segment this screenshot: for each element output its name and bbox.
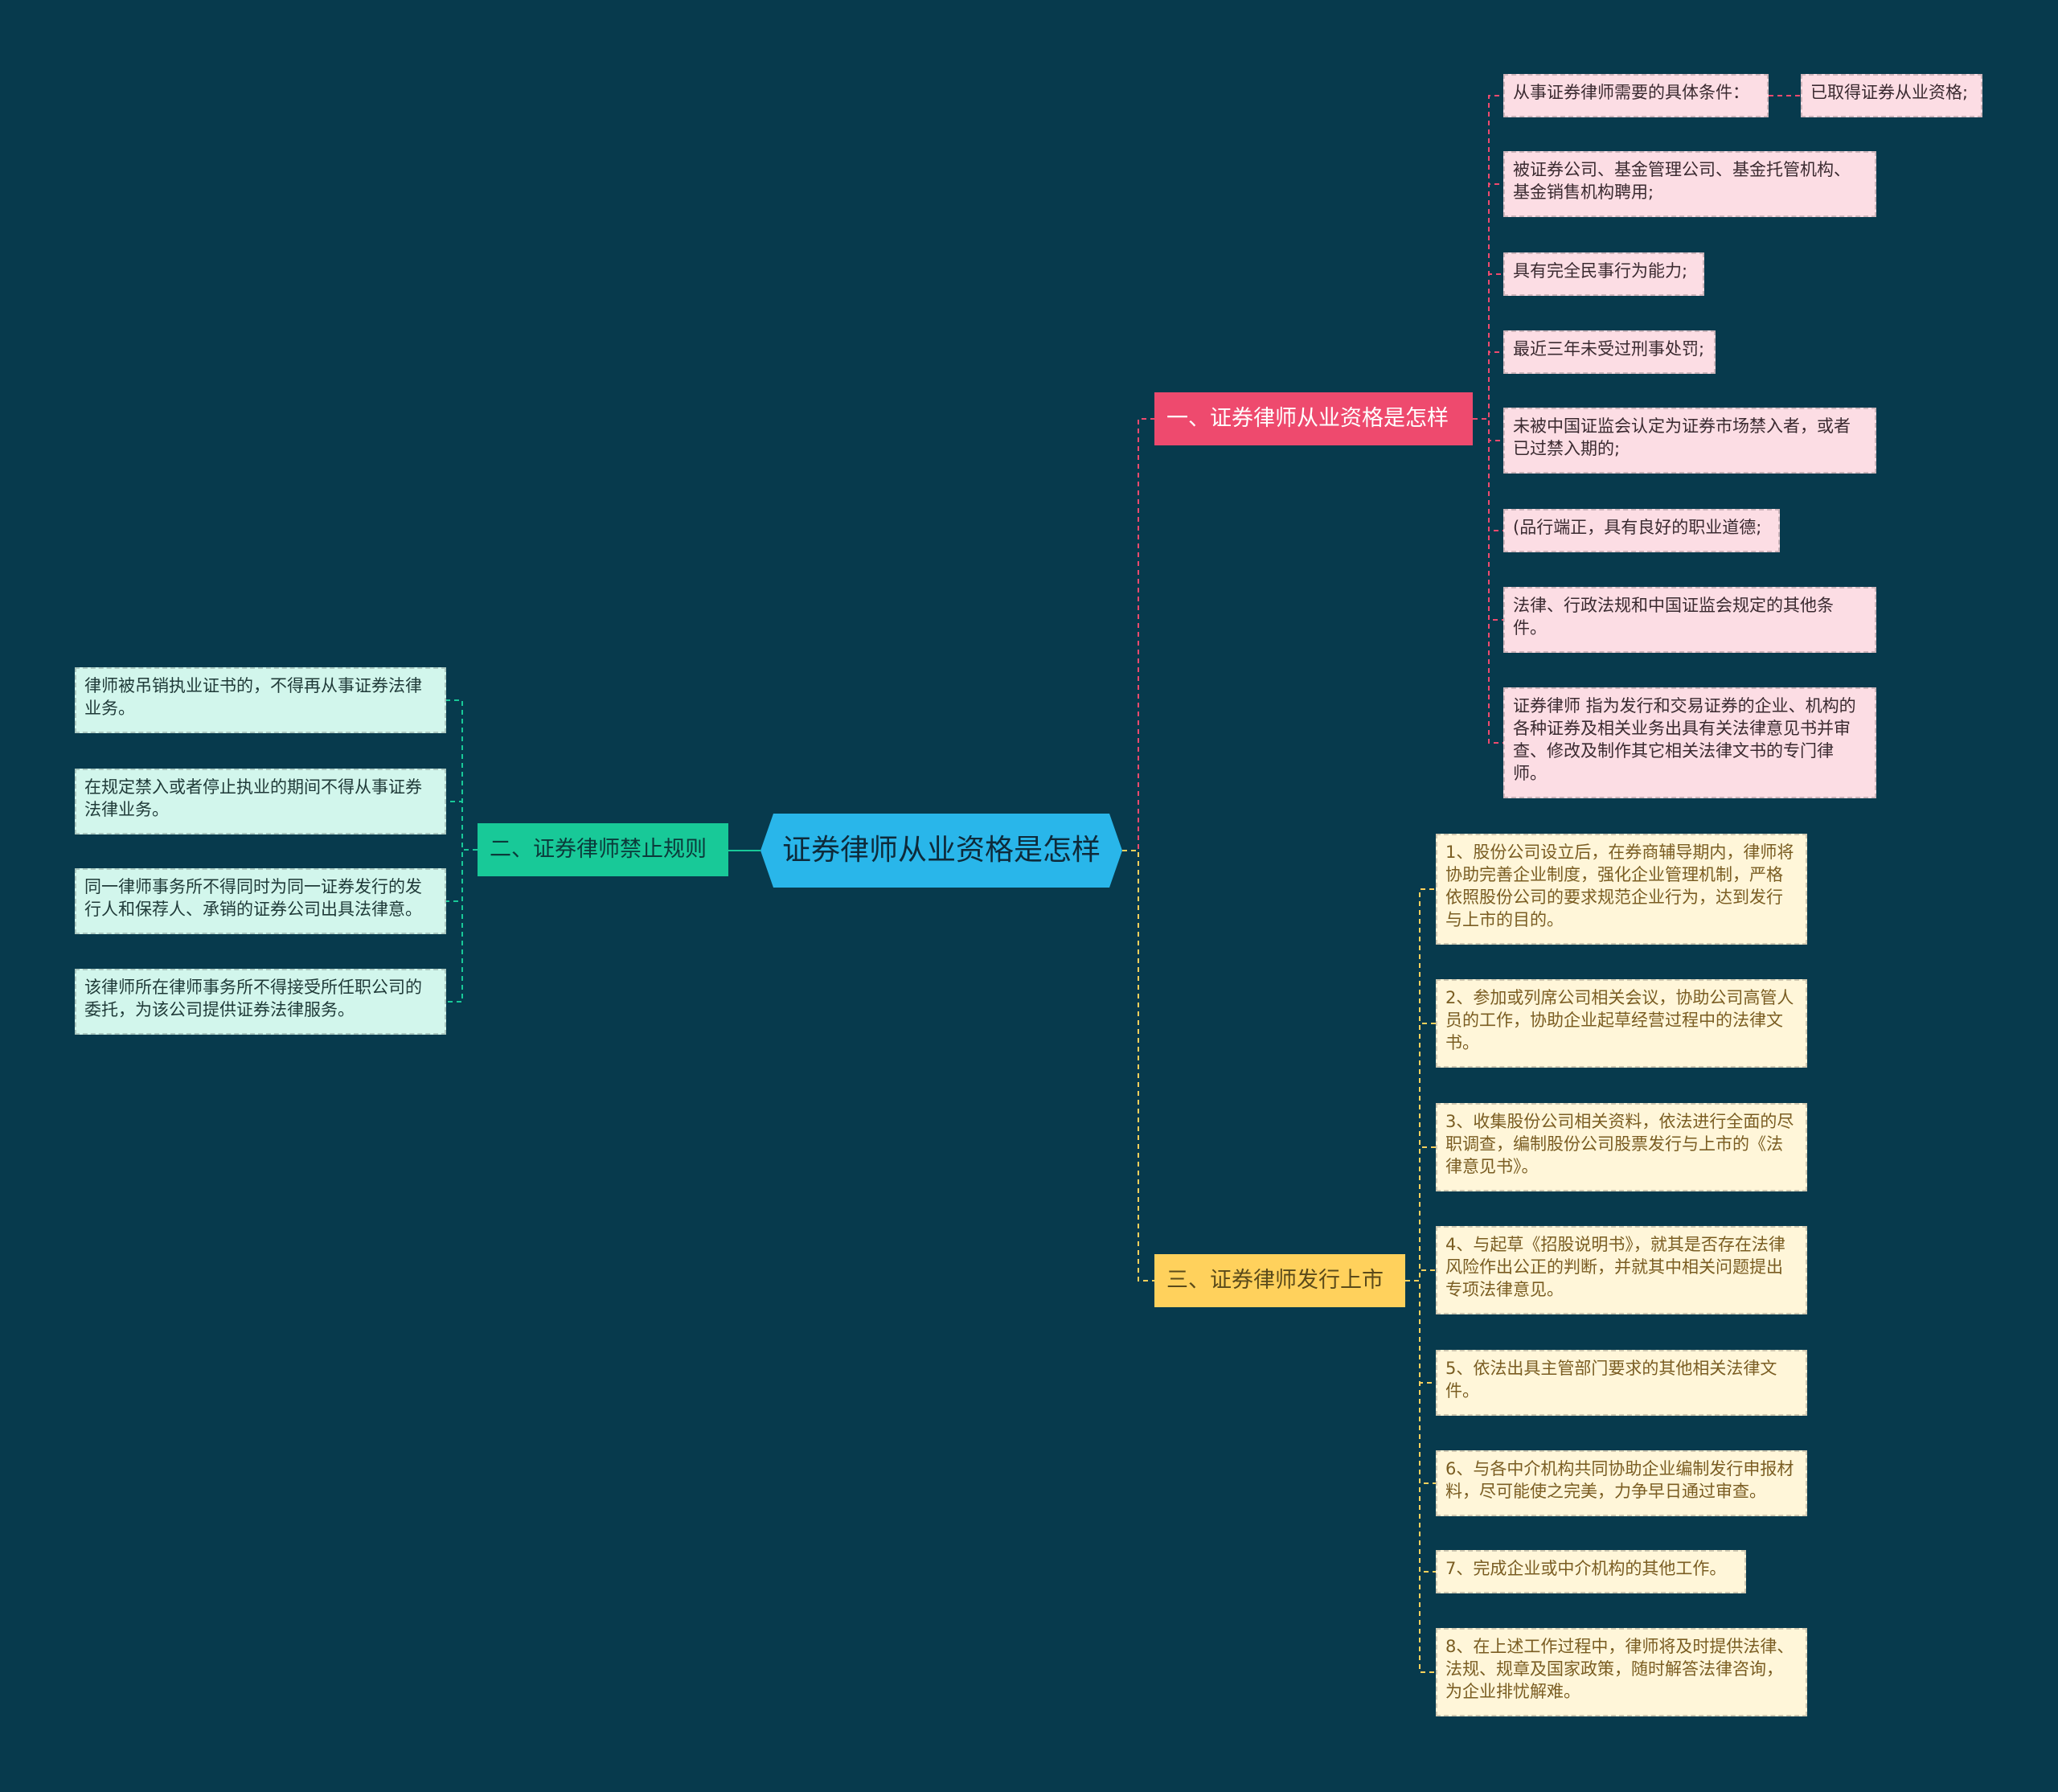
leaf-listing-8[interactable]: 8、在上述工作过程中，律师将及时提供法律、法规、规章及国家政策，随时解答法律咨询… [1436,1628,1807,1716]
connector-leaf-qualification-4 [1473,351,1503,420]
connector-leaf-listing-7 [1405,1280,1436,1573]
leaf-listing-6[interactable]: 6、与各中介机构共同协助企业编制发行申报材料，尽可能使之完美，力争早日通过审查。 [1436,1450,1807,1516]
connector-leaf-listing-3 [1405,1146,1436,1281]
leaf-qualification-3[interactable]: 具有完全民事行为能力; [1503,252,1704,296]
branch-listing[interactable]: 三、证券律师发行上市 [1154,1254,1405,1307]
connector-root-branch-qualification [1122,418,1154,851]
connector-leaf-listing-1 [1405,888,1436,1281]
connector-leaf-qualification-2 [1473,183,1503,420]
leaf-listing-3[interactable]: 3、收集股份公司相关资料，依法进行全面的尽职调查，编制股份公司股票发行与上市的《… [1436,1103,1807,1191]
connector-root-branch-listing [1122,850,1154,1281]
root-node[interactable]: 证券律师从业资格是怎样 [760,814,1122,888]
leaf-listing-5[interactable]: 5、依法出具主管部门要求的其他相关法律文件。 [1436,1350,1807,1416]
connector-leaf-qualification-5 [1473,418,1503,441]
branch-qualification[interactable]: 一、证券律师从业资格是怎样 [1154,392,1473,445]
connector-leaf-qualification-1 [1473,95,1503,420]
connector-leaf-qualification-3 [1473,273,1503,420]
branch-prohibition[interactable]: 二、证券律师禁止规则 [478,823,728,876]
connector-leaf-qualification-6 [1473,418,1503,531]
connector-leaf-prohibition-2 [446,801,478,851]
connector-leaf-prohibition-4 [446,849,478,1003]
leaf-listing-1[interactable]: 1、股份公司设立后，在券商辅导期内，律师将协助完善企业制度，强化企业管理机制，严… [1436,834,1807,945]
leaf-qualification-1[interactable]: 从事证券律师需要的具体条件： [1503,74,1769,117]
connector-leaf-qualification-8 [1473,418,1503,744]
leaf-listing-2[interactable]: 2、参加或列席公司相关会议，协助公司高管人员的工作，协助企业起草经营过程中的法律… [1436,979,1807,1068]
leaf-qualification-4[interactable]: 最近三年未受过刑事处罚; [1503,330,1716,374]
leaf-prohibition-1[interactable]: 律师被吊销执业证书的，不得再从事证券法律业务。 [75,667,446,733]
leaf-prohibition-4[interactable]: 该律师所在律师事务所不得接受所任职公司的委托，为该公司提供证券法律服务。 [75,969,446,1035]
connector-leaf-listing-6 [1405,1280,1436,1484]
connector-leaf-listing-4 [1405,1269,1436,1281]
leaf-qualification-7[interactable]: 法律、行政法规和中国证监会规定的其他条件。 [1503,587,1876,653]
connector-leaf-listing-8 [1405,1280,1436,1673]
leaf-qualification-1-sub[interactable]: 已取得证券从业资格; [1801,74,1982,117]
leaf-prohibition-2[interactable]: 在规定禁入或者停止执业的期间不得从事证券法律业务。 [75,769,446,834]
connector-leaf-prohibition-3 [446,849,478,902]
connector-leaf-qualification-7 [1473,418,1503,621]
leaf-prohibition-3[interactable]: 同一律师事务所不得同时为同一证券发行的发行人和保荐人、承销的证券公司出具法律意。 [75,868,446,934]
leaf-listing-4[interactable]: 4、与起草《招股说明书》，就其是否存在法律风险作出公正的判断，并就其中相关问题提… [1436,1226,1807,1314]
leaf-qualification-5[interactable]: 未被中国证监会认定为证券市场禁入者，或者已过禁入期的; [1503,408,1876,474]
leaf-qualification-8[interactable]: 证券律师 指为发行和交易证券的企业、机构的各种证券及相关业务出具有关法律意见书并… [1503,687,1876,798]
leaf-qualification-6[interactable]: (品行端正，具有良好的职业道德; [1503,509,1780,552]
leaf-listing-7[interactable]: 7、完成企业或中介机构的其他工作。 [1436,1550,1746,1593]
connector-leaf-listing-2 [1405,1023,1436,1281]
leaf-qualification-2[interactable]: 被证券公司、基金管理公司、基金托管机构、基金销售机构聘用; [1503,151,1876,217]
connector-leaf-prohibition-1 [446,699,478,851]
connector-leaf-listing-5 [1405,1280,1436,1384]
